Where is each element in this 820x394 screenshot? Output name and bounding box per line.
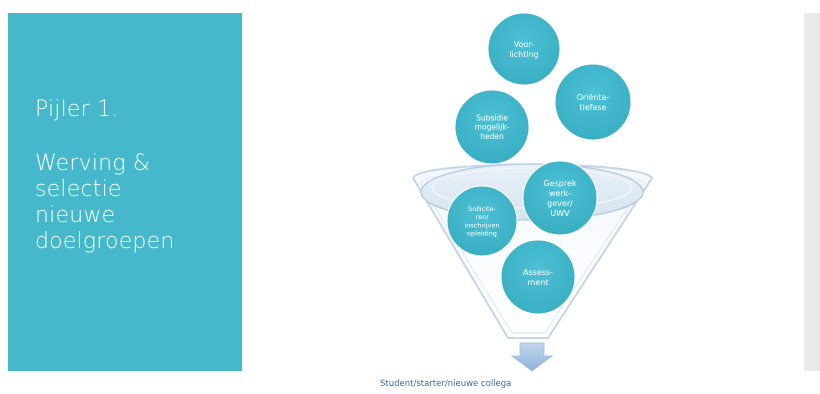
circle-label-line: tiefase <box>579 103 606 112</box>
title-line-2: Werving & <box>35 151 151 176</box>
circle-voorlichting: Voor-lichting <box>487 12 561 86</box>
title-line-1: Pijler 1. <box>35 97 119 122</box>
next-slide-edge <box>804 13 820 371</box>
circle-label-line: werk- <box>549 189 571 198</box>
output-label: Student/starter/nieuwe collega <box>380 379 512 389</box>
circle-label-line: Gesprek <box>543 179 576 188</box>
circle-label-line: inschrijven <box>464 221 499 229</box>
circle-label-line: Oriënta- <box>577 93 610 102</box>
circle-label-line: mogelijk- <box>475 123 510 132</box>
circle-label-line: Assess- <box>523 268 553 277</box>
circle-voorlichting-label: Voor-lichting <box>509 40 538 59</box>
circle-label-line: ren/ <box>476 213 490 221</box>
title-line-3: selectie <box>35 177 122 202</box>
title-line-4: nieuwe <box>35 203 116 228</box>
down-arrow-icon <box>510 342 554 372</box>
circle-label-line: lichting <box>509 50 538 59</box>
circle-label-line: ment <box>528 278 549 287</box>
circle-label-line: Voor- <box>514 40 534 49</box>
circle-label-line: gever/ <box>547 199 573 208</box>
circle-assessment: Assess-ment <box>500 239 576 315</box>
circle-label-line: Sollicite- <box>468 205 496 213</box>
circle-assessment-label: Assess-ment <box>523 268 553 287</box>
circle-orientatiefase-label: Oriënta-tiefase <box>577 93 610 112</box>
circle-label-line: opleiding <box>467 229 497 237</box>
circle-label-line: heden <box>480 132 504 141</box>
title-line-5: doelgroepen <box>35 229 175 254</box>
title-panel: Pijler 1. Werving & selectie nieuwe doel… <box>8 13 242 371</box>
circle-orientatiefase: Oriënta-tiefase <box>554 63 632 141</box>
circle-label-line: UWV <box>550 209 570 218</box>
circle-label-line: Subsidie <box>476 113 508 122</box>
